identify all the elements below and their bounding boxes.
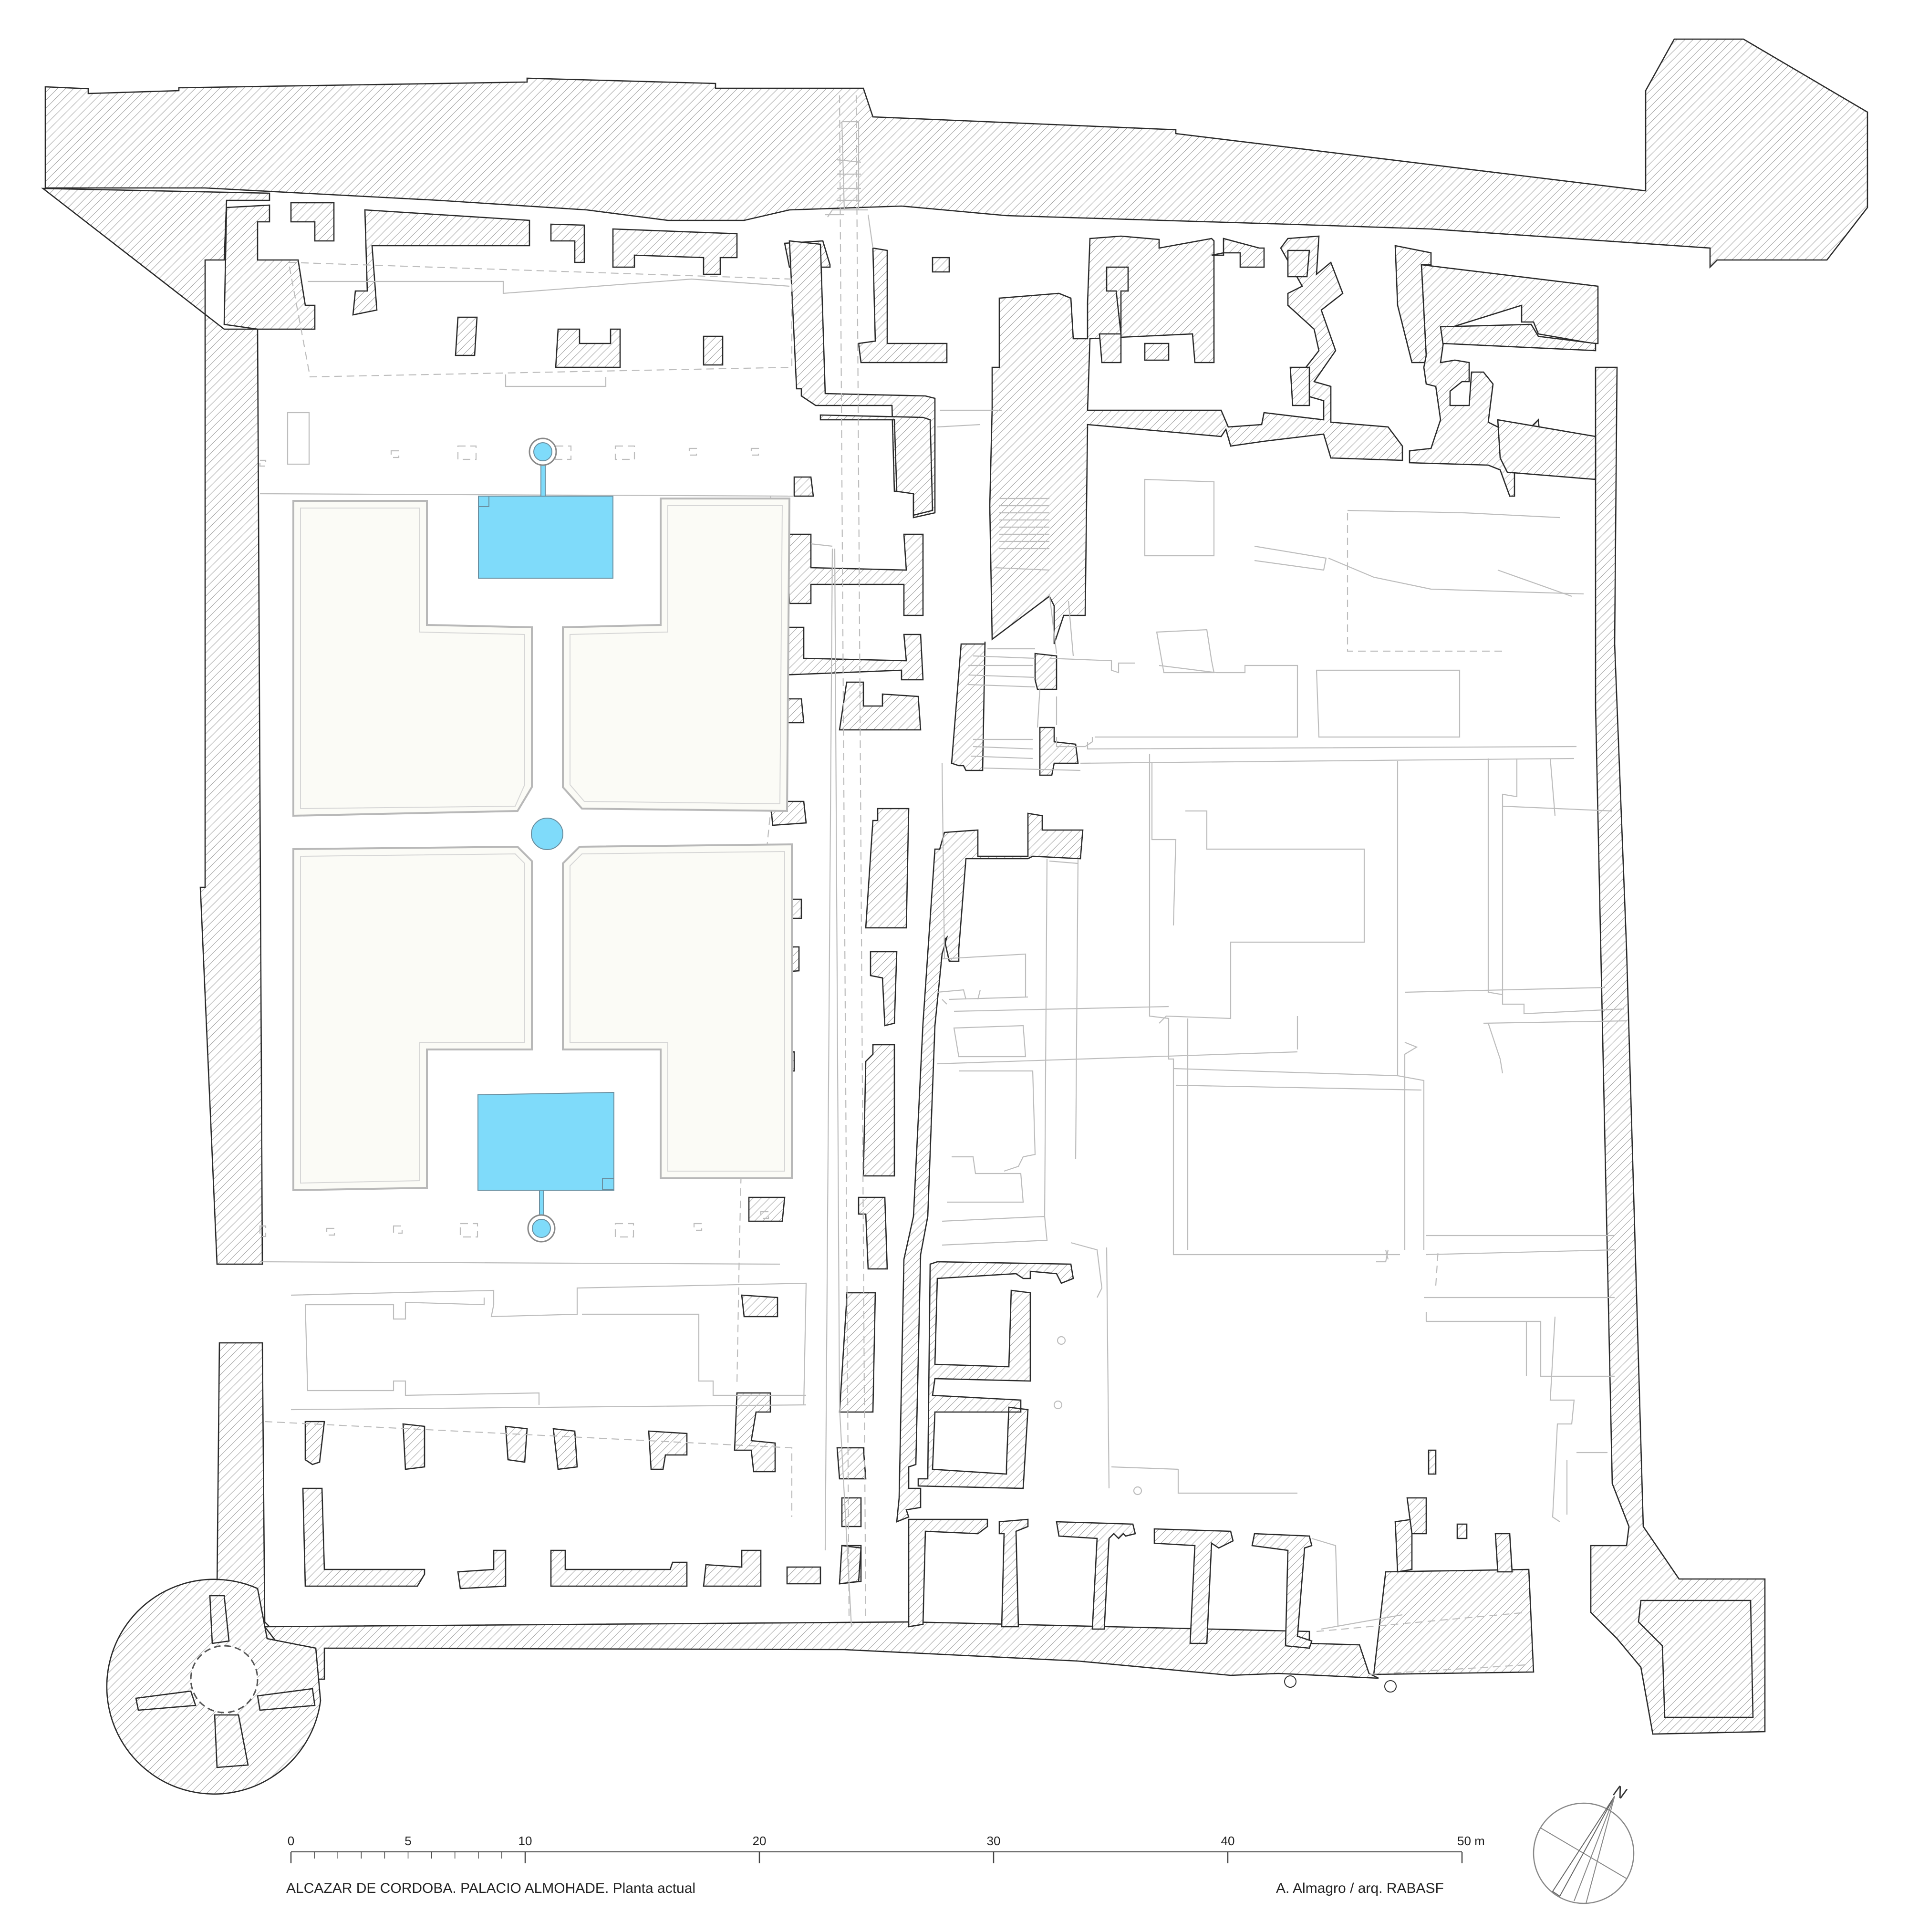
garden-bed-se (562, 843, 793, 1179)
central-basin (531, 818, 563, 850)
north-pool (478, 496, 613, 579)
scale-label: 40 (1221, 1834, 1235, 1848)
north-basin (533, 442, 552, 461)
drawing-credit: A. Almagro / arq. RABASF (1276, 1880, 1444, 1896)
scale-label: 0 (288, 1834, 294, 1848)
south-rooms (908, 1261, 1535, 1675)
north-wall (44, 38, 1868, 269)
north-arrow-icon (1552, 1796, 1615, 1897)
scale-label: 5 (404, 1834, 411, 1848)
scale-label: 10 (518, 1834, 532, 1848)
garden (292, 437, 793, 1243)
outer-walls (41, 38, 1868, 1795)
west-wall (41, 187, 270, 1265)
garden-bed-sw (292, 845, 533, 1192)
scale-label: 20 (753, 1834, 767, 1848)
scale-bar: 0 5 10 20 30 40 50 m (288, 1834, 1485, 1863)
scale-label: 30 (987, 1834, 1001, 1848)
drawing-caption: ALCAZAR DE CORDOBA. PALACIO ALMOHADE. Pl… (286, 1880, 695, 1896)
east-wall (1590, 366, 1766, 1735)
scale-label: 50 m (1457, 1834, 1485, 1848)
garden-bed-nw (292, 500, 533, 817)
south-pool (477, 1091, 614, 1191)
garden-bed-ne (562, 498, 791, 812)
south-garden-walls (302, 1392, 862, 1589)
compass-circle-icon (1533, 1802, 1635, 1904)
north-arrow: N (1533, 1782, 1635, 1904)
south-basin (532, 1219, 551, 1238)
ne-rooms (989, 235, 1599, 644)
south-wall (263, 1621, 1379, 1680)
east-wall-return (1638, 1600, 1754, 1718)
